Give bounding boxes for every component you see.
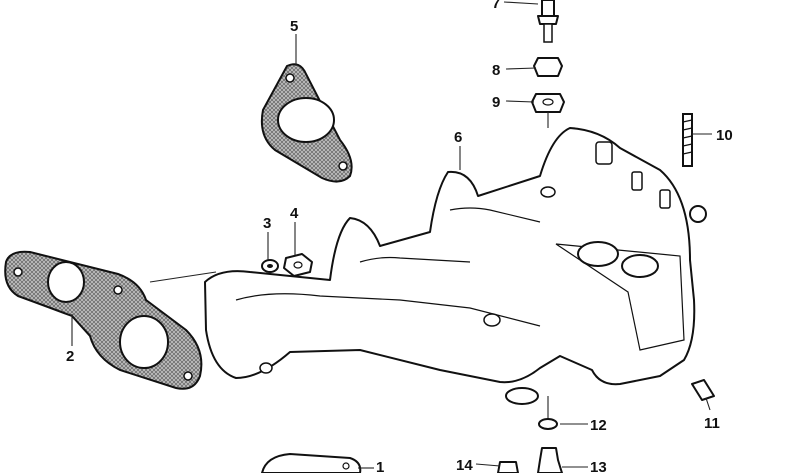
callout-5: 5 bbox=[290, 18, 298, 35]
pin-11 bbox=[691, 379, 715, 401]
gasket-left bbox=[4, 250, 203, 390]
callout-6: 6 bbox=[454, 129, 462, 146]
callout-3: 3 bbox=[263, 215, 271, 232]
nut-4 bbox=[283, 253, 313, 277]
nut-9 bbox=[531, 93, 565, 113]
callout-12: 12 bbox=[590, 417, 607, 434]
plug-14 bbox=[497, 461, 519, 473]
washer-12 bbox=[538, 418, 558, 430]
callout-7: 7 bbox=[492, 0, 500, 12]
callout-2: 2 bbox=[66, 348, 74, 365]
bracket-1 bbox=[261, 453, 362, 473]
callout-10: 10 bbox=[716, 127, 733, 144]
stud-10 bbox=[682, 113, 693, 167]
callout-14: 14 bbox=[456, 457, 473, 473]
gasket-top bbox=[260, 63, 353, 183]
sensor-7 bbox=[537, 0, 559, 43]
callout-1: 1 bbox=[376, 459, 384, 473]
washer-3 bbox=[261, 259, 279, 273]
callout-13: 13 bbox=[590, 459, 607, 473]
intake-manifold bbox=[204, 127, 707, 405]
nut-8 bbox=[533, 57, 563, 77]
callout-8: 8 bbox=[492, 62, 500, 79]
fitting-13 bbox=[537, 447, 563, 473]
leader-lines bbox=[71, 1, 712, 469]
callout-4: 4 bbox=[290, 205, 299, 222]
callout-11: 11 bbox=[704, 415, 720, 432]
callout-9: 9 bbox=[492, 94, 500, 111]
callout-labels: 5 2 3 4 6 7 8 9 10 11 12 13 14 1 bbox=[66, 0, 733, 473]
